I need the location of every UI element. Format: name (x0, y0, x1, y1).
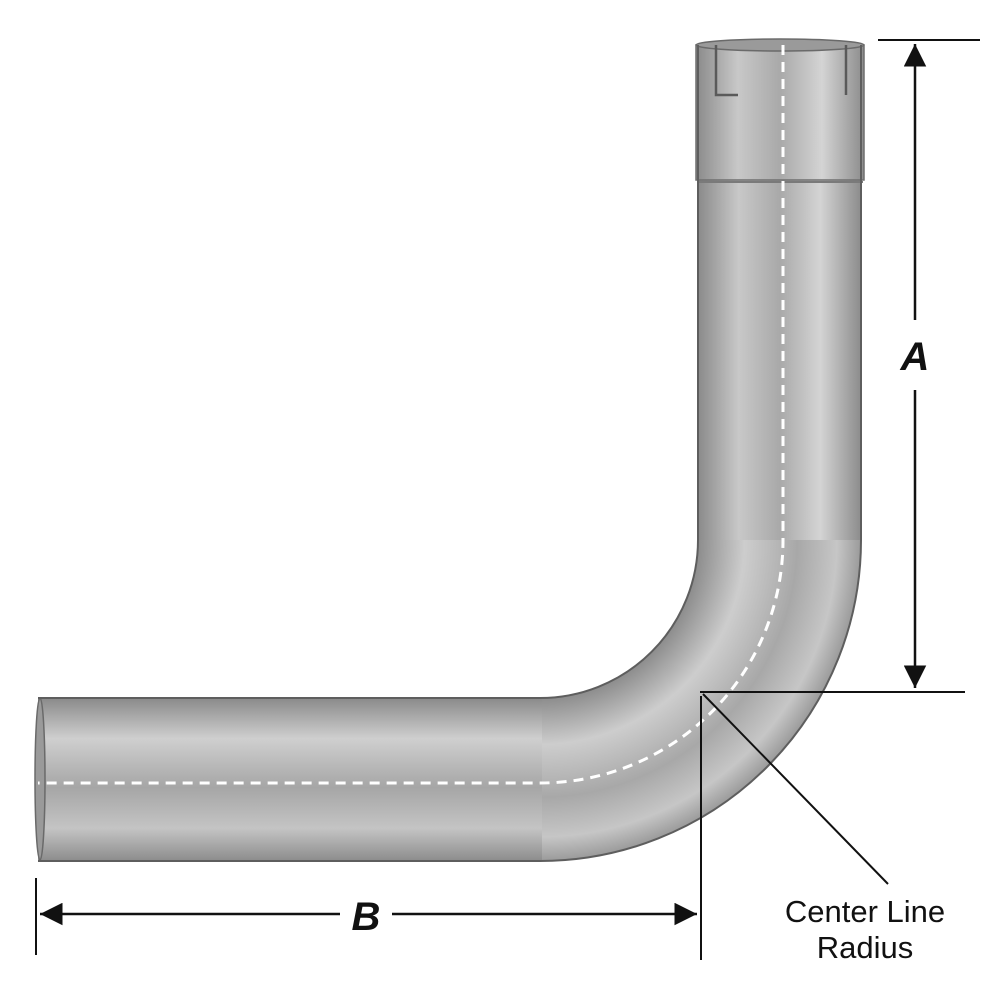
callout-text-line2: Radius (817, 930, 914, 965)
pipe-outline-outer (38, 45, 862, 862)
pipe-centerline (38, 45, 785, 785)
callout-text-line1: Center Line (785, 894, 945, 929)
pipe-expanded-end (695, 44, 865, 181)
slot-left (714, 45, 738, 97)
pipe-opening (695, 38, 865, 52)
dimension-b: B (35, 696, 702, 960)
dimension-a: A (700, 39, 980, 693)
exhaust-pipe-elbow (34, 38, 865, 862)
dimension-b-label: B (352, 895, 381, 939)
pipe-left-end (34, 697, 46, 861)
pipe-horizontal-leg (38, 698, 542, 861)
centerline-radius-callout: Center Line Radius (702, 693, 945, 965)
pipe-outline-inner (38, 45, 699, 699)
callout-leader (702, 693, 889, 885)
dimension-a-label: A (900, 335, 930, 379)
